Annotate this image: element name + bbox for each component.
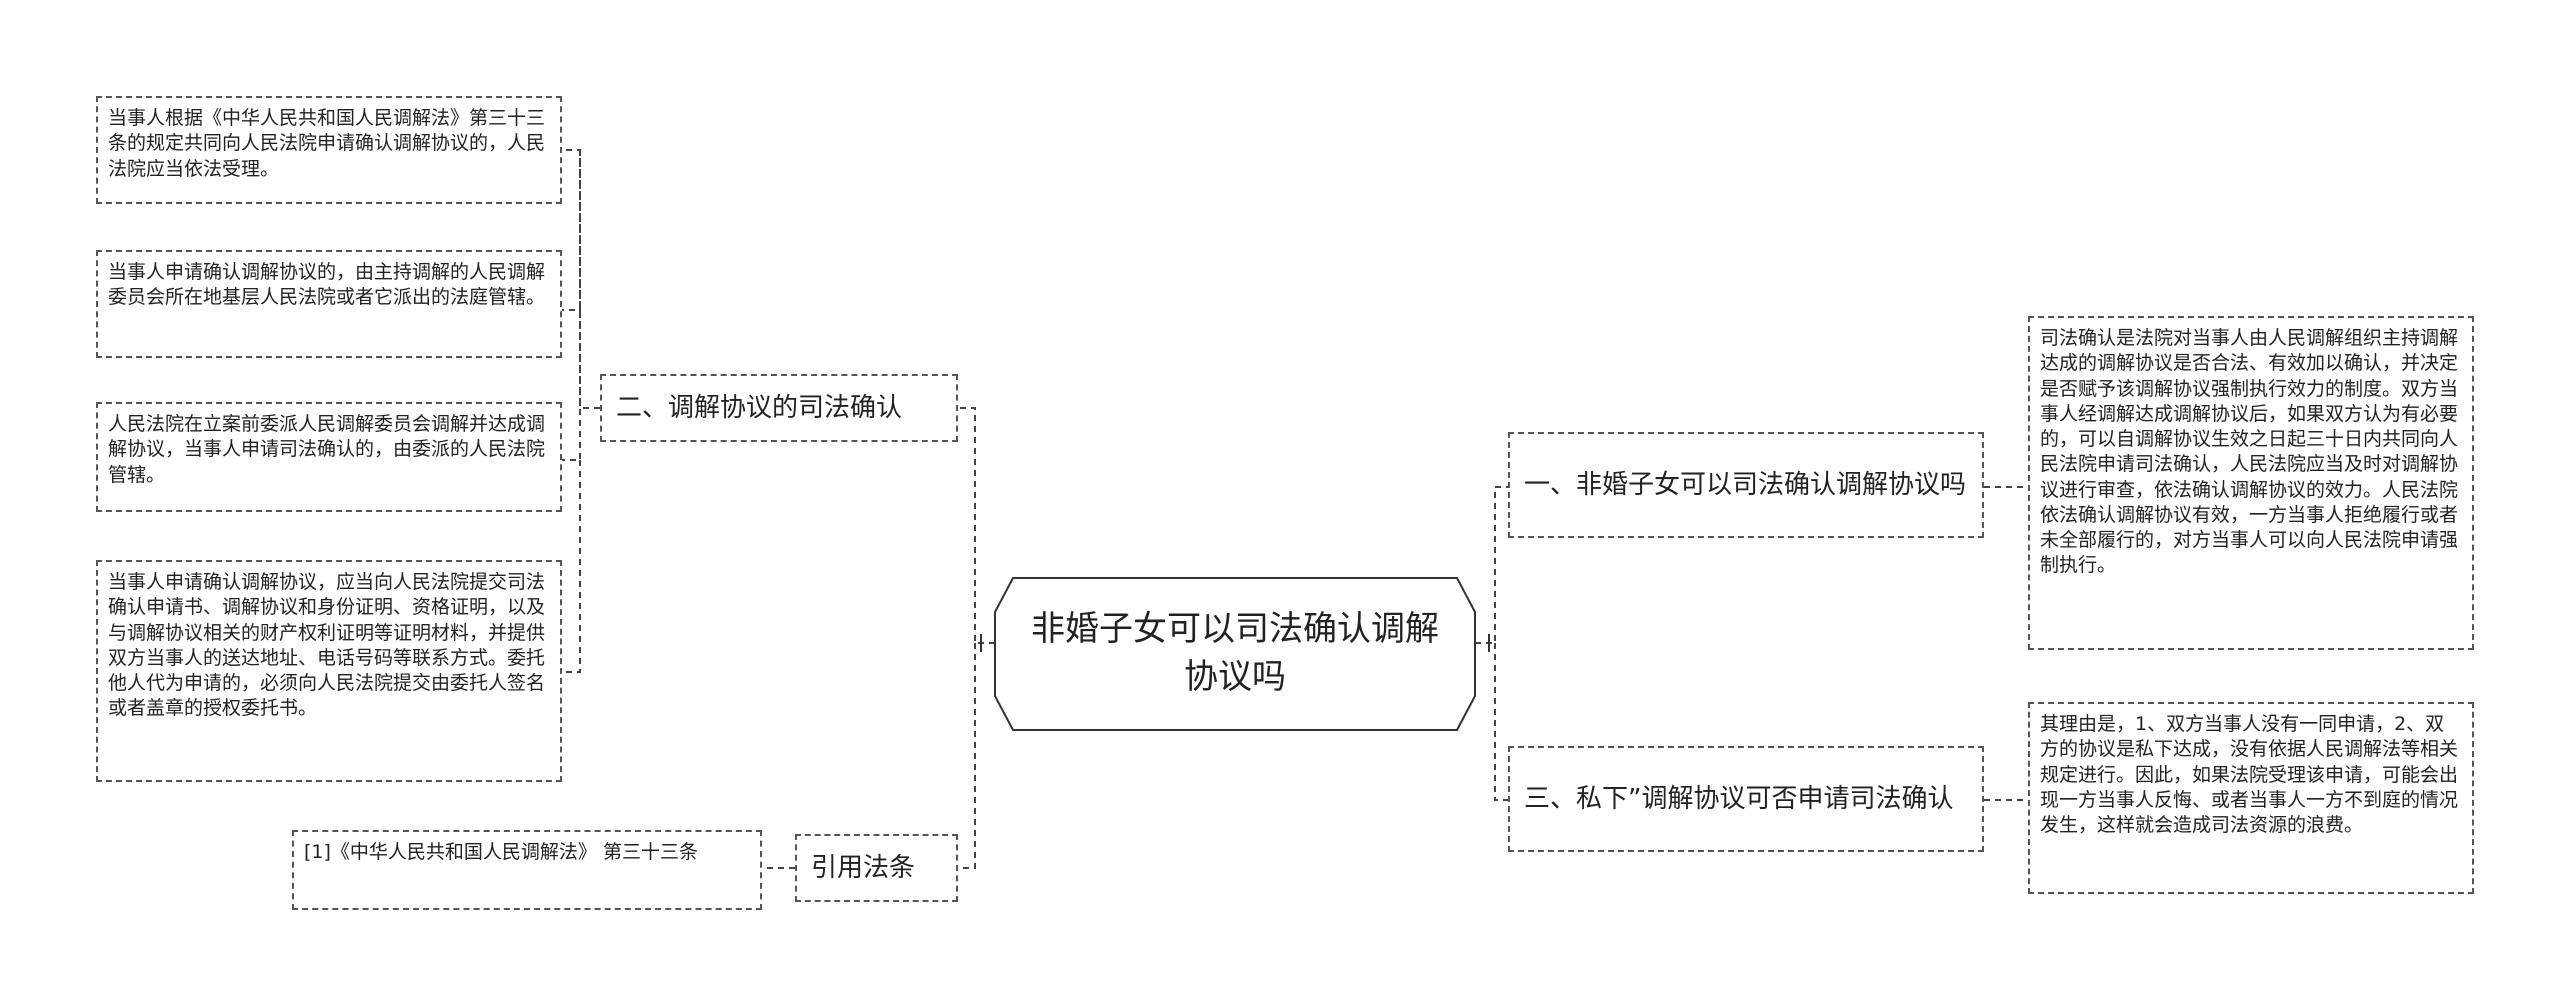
- leaf-citation-1[interactable]: [1]《中华人民共和国人民调解法》 第三十三条: [292, 830, 762, 910]
- connector-mediation-leaves: [562, 149, 600, 673]
- leaf-private-1[interactable]: 其理由是，1、双方当事人没有一同申请，2、双方的协议是私下达成，没有依据人民调解…: [2028, 702, 2474, 894]
- branch-judicial-confirmation[interactable]: 二、调解协议的司法确认: [600, 374, 958, 442]
- branch-citation[interactable]: 引用法条: [795, 834, 958, 902]
- branch-can-confirm[interactable]: 一、非婚子女可以司法确认调解协议吗: [1508, 432, 1984, 538]
- leaf-can-confirm-1[interactable]: 司法确认是法院对当事人由人民调解组织主持调解达成的调解协议是否合法、有效加以确认…: [2028, 316, 2474, 650]
- connector-root-left: [958, 407, 995, 644]
- root-node[interactable]: 非婚子女可以司法确认调解协议吗: [1031, 609, 1439, 697]
- leaf-mediation-3[interactable]: 人民法院在立案前委派人民调解委员会调解并达成调解协议，当事人申请司法确认的，由委…: [96, 402, 562, 512]
- branch-private-agreement[interactable]: 三、私下”调解协议可否申请司法确认: [1508, 746, 1984, 852]
- leaf-mediation-4[interactable]: 当事人申请确认调解协议，应当向人民法院提交司法确认申请书、调解协议和身份证明、资…: [96, 560, 562, 782]
- leaf-mediation-2[interactable]: 当事人申请确认调解协议的，由主持调解的人民调解委员会所在地基层人民法院或者它派出…: [96, 250, 562, 358]
- leaf-mediation-1[interactable]: 当事人根据《中华人民共和国人民调解法》第三十三条的规定共同向人民法院申请确认调解…: [96, 96, 562, 204]
- connector-root-right: [1475, 486, 1508, 801]
- connector-root-citation: [958, 643, 976, 869]
- root-node-shape: [994, 577, 1476, 731]
